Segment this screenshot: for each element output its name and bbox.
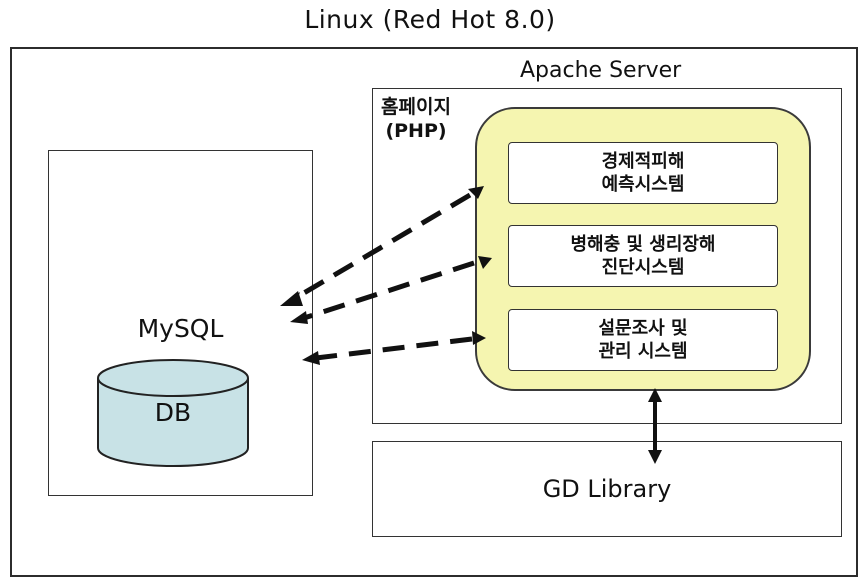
economic-damage-prediction-system: 경제적피해 예측시스템 [508,142,778,204]
apache-server-label: Apache Server [520,58,682,83]
db-cylinder [97,359,249,467]
pest-diagnosis-system: 병해충 및 생리장해 진단시스템 [508,225,778,287]
linux-title: Linux (Red Hot 8.0) [304,5,556,34]
system-line1: 설문조사 및 [598,318,688,339]
system-line2: 관리 시스템 [598,341,688,362]
mysql-label: MySQL [137,314,224,343]
system-line1: 병해충 및 생리장해 [570,234,716,255]
arrow-survey-to-mysql [302,331,486,365]
system-line2: 진단시스템 [601,257,685,278]
system-line1: 경제적피해 [601,151,685,172]
arrow-php-gd-library [648,388,662,464]
gd-library-label: GD Library [542,475,672,503]
homepage-php-label: 홈페이지 (PHP) [376,95,456,143]
arrow-pest-to-mysql [290,256,492,324]
system-line2: 예측시스템 [601,174,685,195]
diagram-connectors [97,186,662,467]
db-label: DB [154,398,192,427]
gd-library-box: GD Library [372,441,842,537]
survey-management-system: 설문조사 및 관리 시스템 [508,309,778,371]
arrow-economic-to-mysql [280,186,484,306]
homepage-label-line1: 홈페이지 [381,96,451,118]
homepage-label-line2: (PHP) [385,120,447,142]
